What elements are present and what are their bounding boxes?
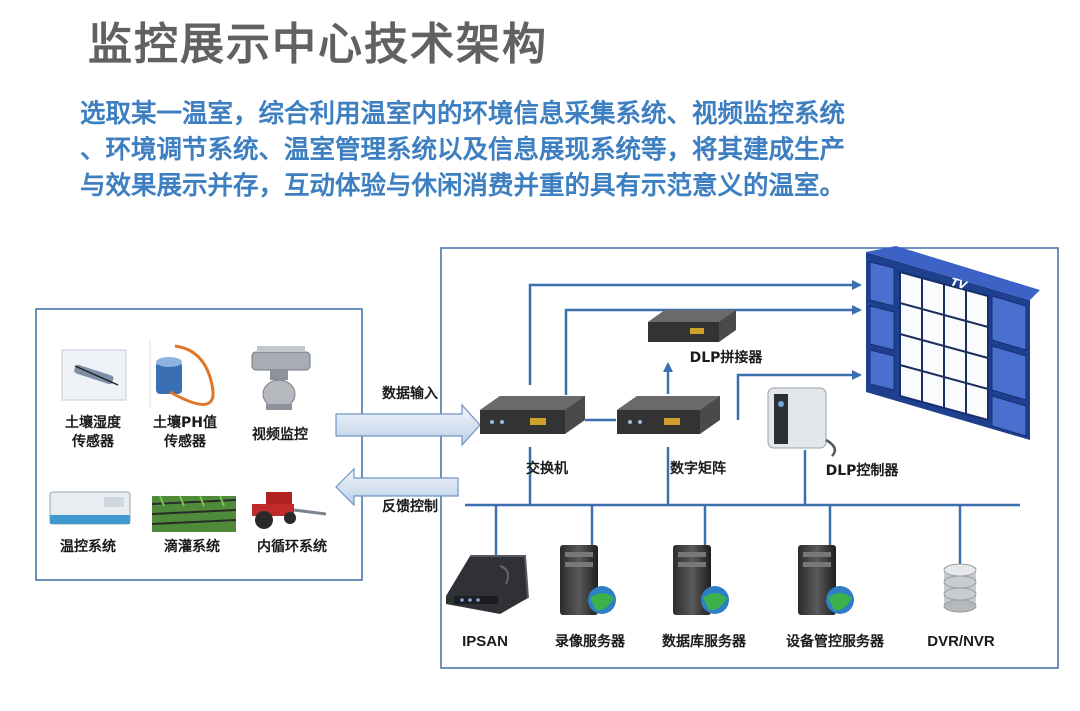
- soil-humidity-sensor-icon: [61, 349, 127, 401]
- dlp-splicer-icon: [648, 310, 736, 342]
- air-conditioner-icon: [49, 491, 131, 525]
- circulation-label: 内循环系统: [257, 539, 327, 555]
- feedback-arrow: [335, 467, 459, 507]
- ipsan-device-icon: [446, 555, 529, 614]
- tv-wall-icon: TV: [866, 246, 1040, 440]
- description: 选取某一温室，综合利用温室内的环境信息采集系统、视频监控系统 、环境调节系统、温…: [80, 96, 1020, 204]
- switch-to-tv-line: [528, 280, 862, 385]
- device-control-server-icon: [798, 545, 854, 615]
- recording-server-icon: [560, 545, 616, 615]
- matrix-to-tv-line: [736, 370, 862, 420]
- database-server-label: 数据库服务器: [662, 634, 746, 650]
- device-server-label: 设备管控服务器: [786, 634, 884, 650]
- switch-label: 交换机: [526, 461, 568, 477]
- dlp-splicer-label: DLP拼接器: [689, 350, 763, 366]
- switch-device-icon: [480, 396, 585, 434]
- description-line-3: 与效果展示并存，互动体验与休闲消费并重的具有示范意义的温室。: [80, 171, 846, 201]
- dvr-storage-icon: [943, 563, 977, 613]
- ipsan-label: IPSAN: [462, 633, 508, 650]
- database-server-icon: [673, 545, 729, 615]
- page-title: 监控展示中心技术架构: [88, 19, 548, 70]
- feedback-label: 反馈控制: [382, 499, 438, 515]
- tv-label: TV: [949, 275, 969, 292]
- video-camera-icon: [251, 346, 311, 410]
- dlp-controller-label: DLP控制器: [825, 463, 899, 479]
- soil-humidity-label: 土壤湿度 传感器: [65, 415, 121, 450]
- dvr-label: DVR/NVR: [927, 633, 995, 650]
- description-line-1: 选取某一温室，综合利用温室内的环境信息采集系统、视频监控系统: [80, 99, 846, 129]
- digital-matrix-icon: [617, 396, 720, 434]
- soil-ph-label: 土壤PH值 传感器: [153, 415, 217, 450]
- description-line-2: 、环境调节系统、温室管理系统以及信息展现系统等，将其建成生产: [80, 135, 846, 165]
- data-input-label: 数据输入: [382, 386, 438, 402]
- drip-irrigation-label: 滴灌系统: [164, 539, 220, 555]
- data-input-arrow: [335, 403, 481, 447]
- dlp-controller-icon: [767, 387, 837, 457]
- soil-ph-sensor-icon: [149, 340, 215, 408]
- switch-to-tv-line-2: [564, 305, 862, 395]
- recording-server-label: 录像服务器: [555, 634, 625, 650]
- tractor-icon: [252, 492, 327, 529]
- drip-irrigation-icon: [151, 495, 237, 532]
- matrix-label: 数字矩阵: [670, 461, 726, 477]
- video-monitor-label: 视频监控: [252, 427, 308, 443]
- temp-control-label: 温控系统: [60, 539, 116, 555]
